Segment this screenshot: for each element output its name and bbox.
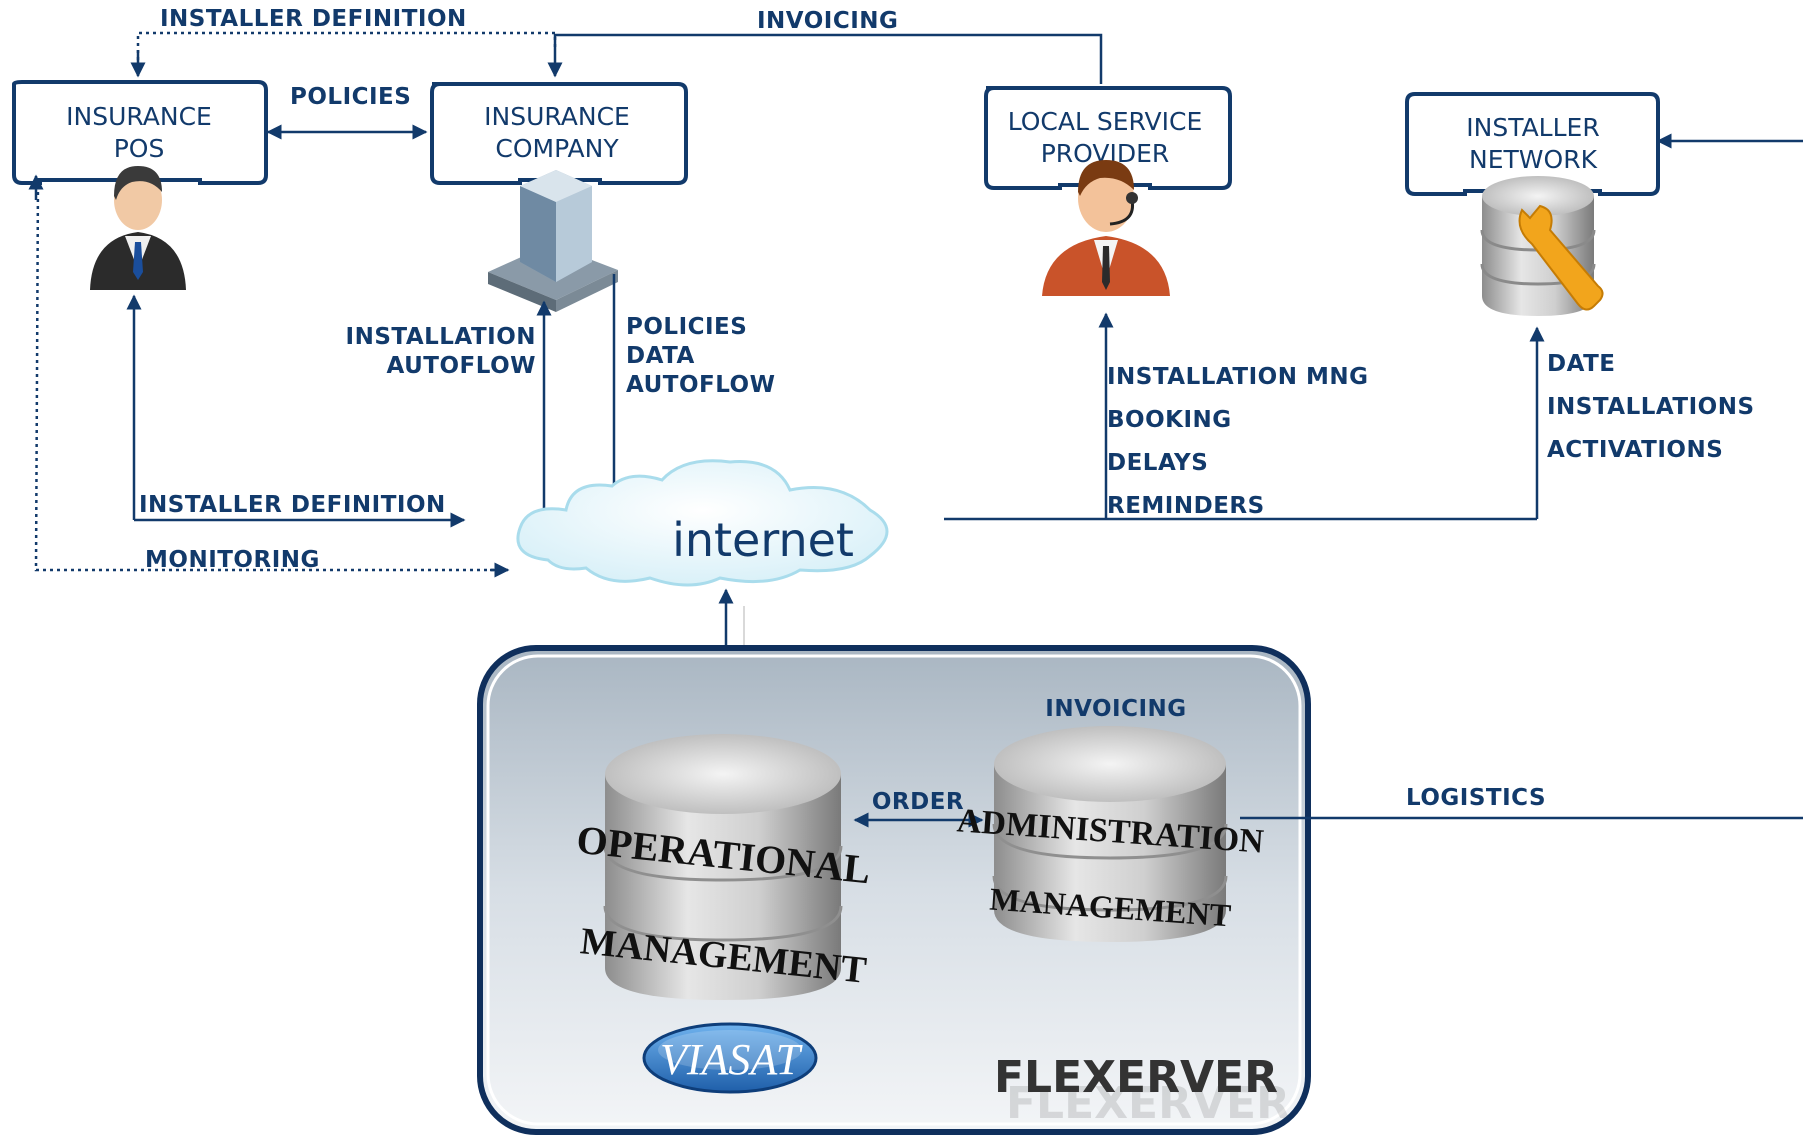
policies-label: POLICIES	[290, 84, 411, 110]
installation-autoflow-label-2: AUTOFLOW	[387, 353, 536, 379]
viasat-logo-text: VIASAT	[660, 1035, 804, 1084]
call-center-agent-icon	[1042, 160, 1170, 296]
lsp-item-reminders: REMINDERS	[1107, 493, 1265, 519]
order-label: ORDER	[872, 789, 964, 815]
network-item-activations: ACTIVATIONS	[1547, 437, 1723, 463]
invoicing-inner-label: INVOICING	[1045, 696, 1186, 722]
internet-label: internet	[672, 513, 854, 567]
invoicing-top-connector	[547, 33, 1103, 84]
database-wrench-icon	[1480, 176, 1604, 316]
insurance-company-node: INSURANCE COMPANY	[430, 82, 688, 185]
lsp-item-delays: DELAYS	[1107, 450, 1208, 476]
insurance-pos-subtitle: POS	[114, 134, 165, 163]
logistics-label: LOGISTICS	[1406, 785, 1546, 811]
invoicing-top-label: INVOICING	[757, 8, 898, 34]
lsp-item-booking: BOOKING	[1107, 407, 1232, 433]
office-building-icon	[488, 170, 618, 312]
monitoring-connector	[34, 177, 506, 572]
flexerver-brand-shadow: FLEXERVER	[1006, 1078, 1290, 1129]
insurance-company-title: INSURANCE	[484, 102, 630, 131]
installer-definition-top-connector	[136, 31, 557, 74]
installer-network-node: INSTALLER NETWORK	[1405, 92, 1660, 196]
policies-data-autoflow-label-2: DATA	[626, 343, 695, 369]
installer-network-subtitle: NETWORK	[1469, 145, 1598, 174]
policies-data-autoflow-label-1: POLICIES	[626, 314, 747, 340]
installer-definition-bottom-label: INSTALLER DEFINITION	[139, 492, 446, 518]
network-item-installations: INSTALLATIONS	[1547, 394, 1755, 420]
businessman-icon	[90, 166, 186, 290]
installation-autoflow-label-1: INSTALLATION	[346, 324, 536, 350]
insurance-pos-node: INSURANCE POS	[12, 80, 268, 185]
lsp-title: LOCAL SERVICE	[1008, 107, 1203, 136]
flexerver-brand: FLEXERVER	[994, 1052, 1278, 1103]
network-item-date: DATE	[1547, 351, 1616, 377]
installer-definition-top-label: INSTALLER DEFINITION	[160, 6, 467, 32]
viasat-logo: VIASAT	[642, 1022, 818, 1094]
policies-data-autoflow-label-3: AUTOFLOW	[626, 372, 775, 398]
insurance-pos-title: INSURANCE	[66, 102, 212, 131]
installer-network-title: INSTALLER	[1466, 113, 1599, 142]
administration-management-database: ADMINISTRATION MANAGEMENT	[956, 726, 1265, 942]
insurance-company-subtitle: COMPANY	[495, 134, 619, 163]
monitoring-label: MONITORING	[145, 547, 320, 573]
lsp-item-installation-mng: INSTALLATION MNG	[1107, 364, 1368, 390]
internet-cloud: internet	[516, 459, 889, 587]
operational-management-database: OPERATIONAL MANAGEMENT	[575, 734, 873, 1000]
local-service-provider-node: LOCAL SERVICE PROVIDER	[984, 86, 1232, 190]
